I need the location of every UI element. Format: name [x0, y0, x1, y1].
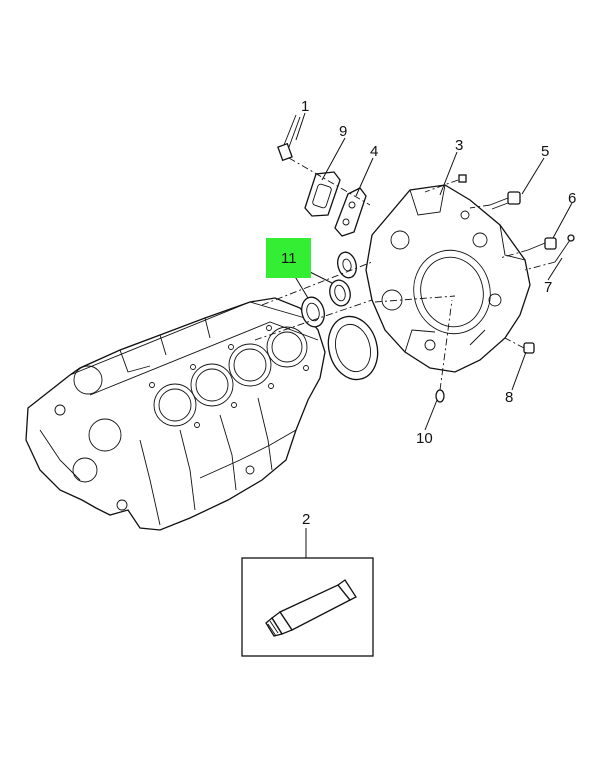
callout-1[interactable]: 1 [301, 98, 309, 115]
part-6-bolt[interactable] [527, 237, 557, 251]
callout-3[interactable]: 3 [455, 137, 463, 154]
callout-9[interactable]: 9 [339, 123, 347, 140]
callout-11[interactable]: 11 [281, 250, 297, 267]
callout-5[interactable]: 5 [541, 143, 549, 160]
part-5-bolt[interactable] [489, 191, 521, 210]
callout-8[interactable]: 8 [505, 389, 513, 406]
assembly-centerlines [254, 157, 556, 391]
part-1-bolt[interactable] [277, 114, 301, 162]
part-3-rear-housing[interactable] [365, 184, 531, 373]
part-8-plug[interactable] [523, 342, 535, 354]
engine-block [25, 297, 326, 531]
callout-6[interactable]: 6 [568, 190, 576, 207]
part-11-bearing[interactable] [298, 295, 327, 330]
part-4-cover[interactable] [334, 187, 367, 237]
part-bushing[interactable] [327, 278, 353, 308]
sealant-tube-icon [265, 579, 357, 637]
callout-7[interactable]: 7 [544, 279, 552, 296]
part-small-bolt[interactable] [458, 174, 467, 183]
part-2-sealant-box[interactable] [241, 557, 374, 657]
callout-10[interactable]: 10 [416, 430, 433, 447]
part-7-stud[interactable] [554, 234, 575, 263]
part-gear[interactable] [335, 250, 359, 280]
callout-4[interactable]: 4 [370, 143, 378, 160]
callout-labels: 1 9 4 3 5 6 7 8 10 2 11 [281, 98, 576, 528]
highlight-box[interactable] [266, 238, 311, 278]
head-bolt-holes [149, 325, 309, 428]
part-rear-seal[interactable] [322, 311, 385, 385]
callout-2[interactable]: 2 [302, 511, 310, 528]
